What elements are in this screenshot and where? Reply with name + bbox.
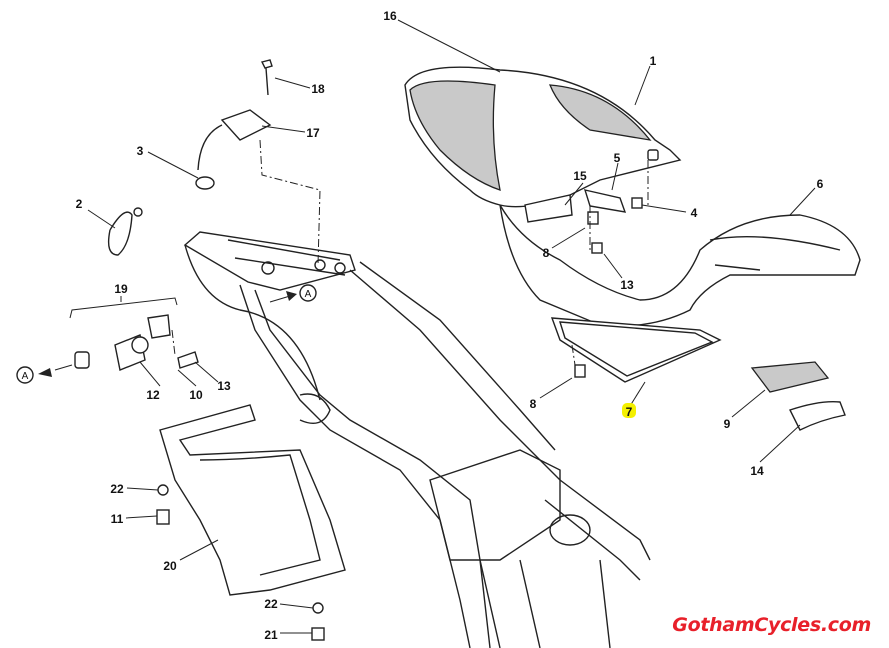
ref-a-marker-2 xyxy=(16,366,34,384)
callout-4[interactable]: 4 xyxy=(691,206,698,220)
callout-19[interactable]: 19 xyxy=(114,282,128,296)
undertail-tray xyxy=(550,317,722,383)
callout-10[interactable]: 10 xyxy=(189,388,203,402)
small-parts xyxy=(74,59,846,641)
callout-13[interactable]: 13 xyxy=(620,278,634,292)
ref-a-label-2: A xyxy=(22,371,29,382)
callout-20[interactable]: 20 xyxy=(163,559,177,573)
callout-22[interactable]: 22 xyxy=(110,482,124,496)
rear-subframe xyxy=(183,231,651,648)
leader-lines xyxy=(87,19,816,634)
callout-1[interactable]: 1 xyxy=(650,54,657,68)
callout-3[interactable]: 3 xyxy=(137,144,144,158)
callout-13[interactable]: 13 xyxy=(217,379,231,393)
ref-a-marker-1 xyxy=(299,284,317,302)
callout-16[interactable]: 16 xyxy=(383,9,397,23)
callout-8[interactable]: 8 xyxy=(530,397,537,411)
callout-11[interactable]: 11 xyxy=(111,512,124,526)
callout-6[interactable]: 6 xyxy=(817,177,824,191)
callout-2[interactable]: 2 xyxy=(76,197,83,211)
callout-22[interactable]: 22 xyxy=(264,597,278,611)
callout-21[interactable]: 21 xyxy=(264,628,278,642)
callout-17[interactable]: 17 xyxy=(306,126,320,140)
callout-highlight xyxy=(622,403,636,418)
watermark-logo: GothamCycles.com xyxy=(672,614,871,636)
callout-9[interactable]: 9 xyxy=(724,417,731,431)
ref-a-label-1: A xyxy=(305,289,312,300)
rear-fender xyxy=(159,404,346,596)
callout-8[interactable]: 8 xyxy=(543,246,550,260)
callout-5[interactable]: 5 xyxy=(614,151,621,165)
callout-18[interactable]: 18 xyxy=(311,82,325,96)
reference-arrows xyxy=(16,284,317,384)
callout-14[interactable]: 14 xyxy=(750,464,764,478)
callout-15[interactable]: 15 xyxy=(573,169,587,183)
seat xyxy=(404,66,861,327)
callout-12[interactable]: 12 xyxy=(146,388,160,402)
callout-7-highlighted[interactable]: 7 xyxy=(626,405,633,419)
